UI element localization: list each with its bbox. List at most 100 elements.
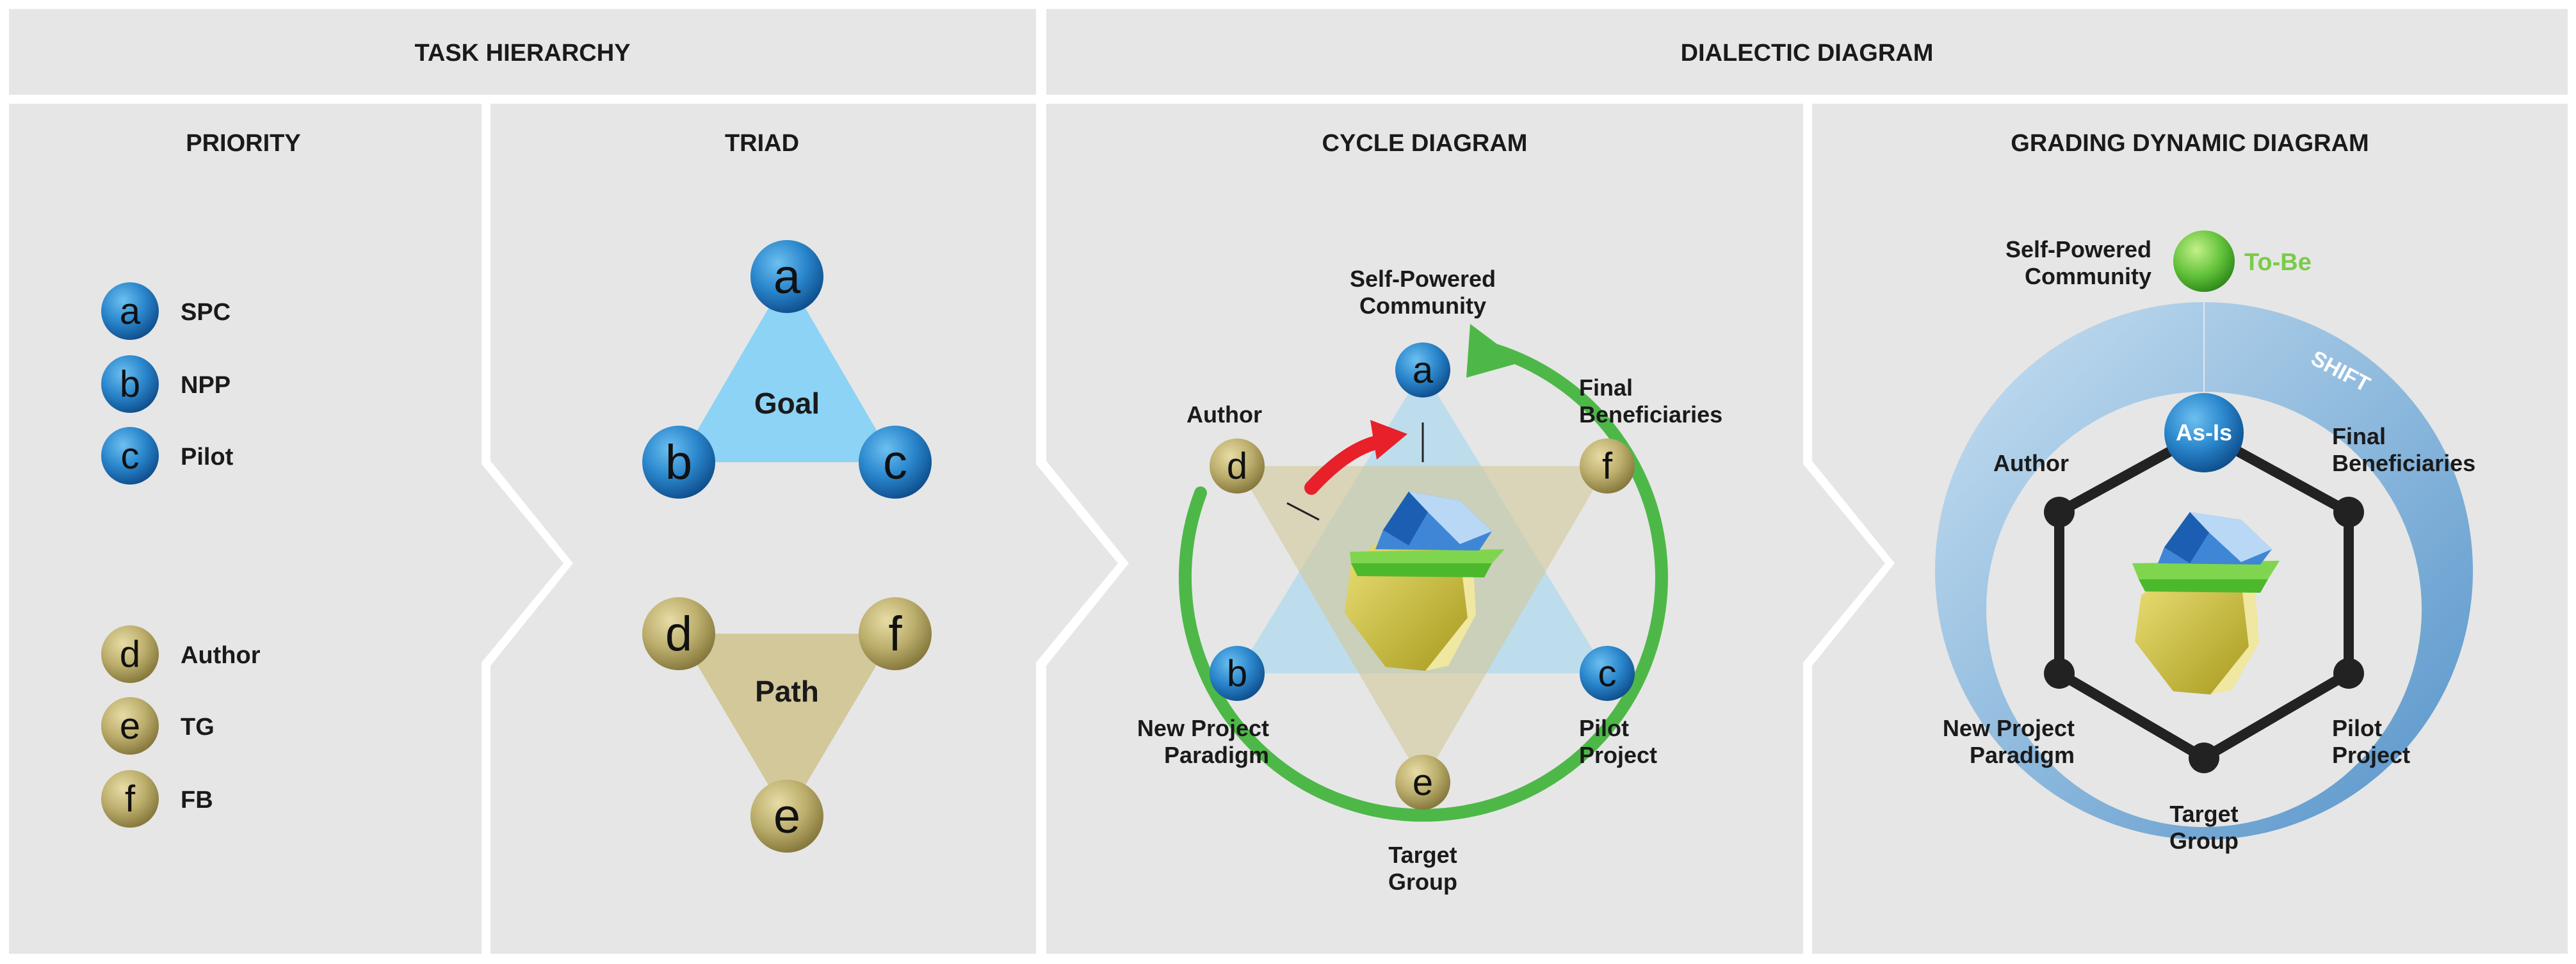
node-c-icon — [101, 427, 159, 485]
goal-label: Goal — [754, 387, 820, 420]
hex-vertex — [2333, 497, 2364, 527]
grading-diagram: SHIFT As-Is To-Be Self-Powered Community… — [1935, 230, 2475, 854]
hex-vertex — [2044, 658, 2075, 689]
priority-label: Author — [181, 642, 261, 669]
triad-panel — [490, 104, 1118, 954]
triad-node-a — [750, 240, 823, 313]
node-d-icon — [101, 625, 159, 683]
node-letter: d — [665, 607, 692, 661]
triad-node-b — [642, 426, 715, 499]
cycle-node-d — [1210, 438, 1265, 494]
grading-label-npp: Paradigm — [1970, 742, 2075, 768]
triad-node-f — [859, 597, 932, 670]
as-is-label: As-Is — [2176, 419, 2232, 446]
cycle-diagram: a b c d f e Self-Powered Community Autho… — [1137, 266, 1722, 895]
node-f-icon — [101, 770, 159, 828]
shift-band — [1935, 302, 2473, 840]
dialectic-diagram-header: DIALECTIC DIAGRAM — [1681, 40, 1934, 67]
cycle-label-target: Target — [1388, 842, 1457, 868]
cycle-label-spc: Self-Powered — [1350, 266, 1496, 292]
cycle-label-npp: Paradigm — [1164, 742, 1269, 768]
goal-triangle — [679, 277, 895, 462]
node-letter: b — [120, 364, 140, 405]
cycle-label-final: Beneficiaries — [1579, 401, 1722, 428]
node-letter: d — [120, 634, 140, 675]
green-cycle-arrowhead — [1466, 324, 1521, 378]
priority-panel — [9, 104, 563, 954]
hex-vertex — [2333, 658, 2364, 689]
node-b-icon — [101, 355, 159, 413]
priority-label: SPC — [181, 299, 231, 326]
grading-label-author: Author — [1993, 450, 2069, 476]
node-letter: a — [774, 250, 801, 304]
grading-label-target: Group — [2169, 828, 2239, 854]
to-be-label: To-Be — [2244, 249, 2312, 276]
cycle-title: CYCLE DIAGRAM — [1322, 130, 1528, 157]
node-letter: c — [1598, 653, 1617, 695]
node-a-icon — [101, 282, 159, 340]
as-is-node — [2164, 393, 2244, 472]
priority-label: Pilot — [181, 444, 234, 470]
cycle-label-pilot: Pilot — [1579, 715, 1629, 741]
priority-item-e: e TG — [101, 697, 215, 755]
priority-item-c: c Pilot — [101, 427, 234, 485]
grading-title: GRADING DYNAMIC DIAGRAM — [2011, 130, 2369, 157]
hex-vertex — [2044, 497, 2075, 527]
node-letter: c — [121, 435, 140, 477]
task-hierarchy-header: TASK HIERARCHY — [414, 40, 630, 67]
priority-item-f: f FB — [101, 770, 213, 828]
cycle-node-b — [1210, 646, 1265, 701]
cycle-label-final: Final — [1579, 374, 1633, 401]
priority-item-b: b NPP — [101, 355, 231, 413]
tick-line — [1286, 502, 1320, 521]
grading-label-final: Beneficiaries — [2332, 450, 2475, 476]
node-letter: e — [120, 705, 140, 747]
node-letter: c — [883, 435, 907, 490]
triad-node-e — [750, 780, 823, 853]
grading-label-pilot: Pilot — [2332, 715, 2382, 741]
node-letter: e — [1413, 762, 1433, 803]
priority-item-d: d Author — [101, 625, 261, 683]
cycle-label-author: Author — [1187, 401, 1262, 428]
dialectic-header-bg — [1046, 9, 2568, 95]
triad-node-c — [859, 426, 932, 499]
node-letter: f — [125, 778, 136, 820]
node-letter: f — [1602, 446, 1613, 487]
priority-list: a SPC b NPP c Pilot d Author e TG f FB — [101, 282, 261, 828]
node-letter: f — [888, 607, 902, 661]
cycle-label-spc: Community — [1359, 293, 1486, 319]
node-letter: e — [774, 789, 800, 844]
path-triad: Path d f e — [642, 597, 932, 853]
path-label: Path — [755, 675, 819, 708]
triad-node-d — [642, 597, 715, 670]
goal-triad: Goal a b c — [642, 240, 932, 499]
grading-label-final: Final — [2332, 423, 2386, 449]
cycle-node-f — [1580, 438, 1635, 494]
node-letter: a — [1413, 349, 1434, 391]
to-be-node — [2173, 230, 2235, 292]
cycle-label-target: Group — [1388, 869, 1457, 895]
priority-title: PRIORITY — [186, 130, 300, 157]
grading-polyhedron-icon — [2132, 512, 2280, 695]
node-letter: b — [665, 435, 692, 490]
node-letter: a — [120, 291, 141, 332]
grading-label-spc: Self-Powered — [2005, 236, 2151, 262]
priority-label: NPP — [181, 372, 231, 399]
priority-label: FB — [181, 787, 213, 814]
node-letter: d — [1227, 446, 1247, 487]
hex-vertex — [2189, 743, 2219, 773]
grading-label-target: Target — [2169, 801, 2238, 827]
grading-label-pilot: Project — [2332, 742, 2410, 768]
grading-label-npp: New Project — [1943, 715, 2075, 741]
task-hierarchy-header-bg — [9, 9, 1036, 95]
polyhedron-icon — [1345, 492, 1505, 671]
triad-title: TRIAD — [725, 130, 799, 157]
node-e-icon — [101, 697, 159, 755]
grading-label-spc: Community — [2025, 263, 2151, 289]
red-arrowhead — [1370, 420, 1407, 460]
priority-item-a: a SPC — [101, 282, 231, 340]
node-letter: b — [1227, 653, 1247, 695]
cycle-label-pilot: Project — [1579, 742, 1657, 768]
cycle-node-a — [1395, 342, 1450, 398]
red-arrow — [1304, 435, 1387, 495]
